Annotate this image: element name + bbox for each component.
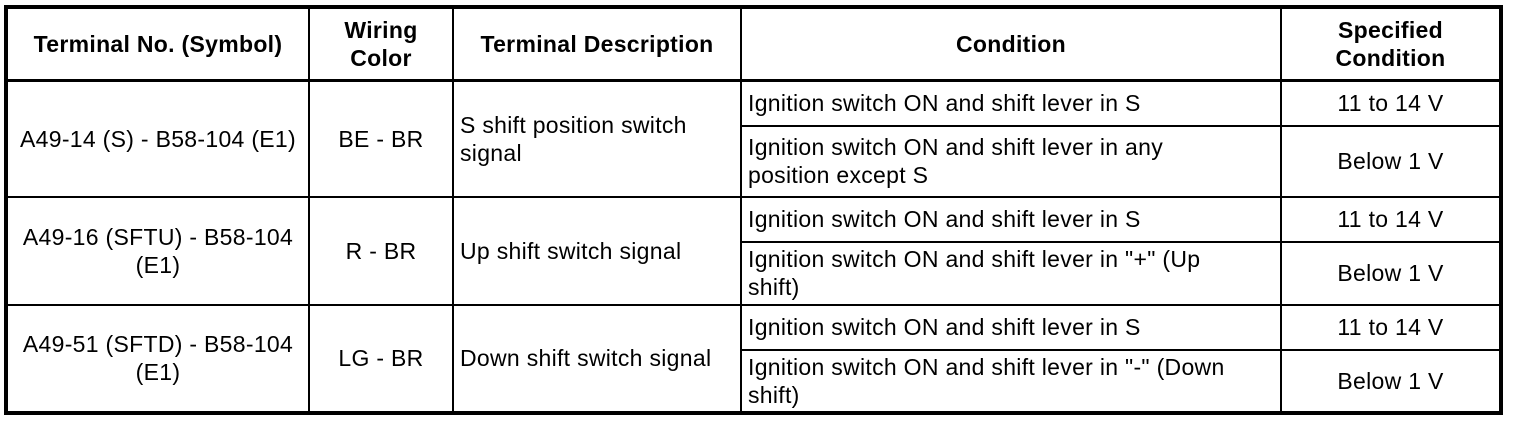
terminal-description-cell: Up shift switch signal: [452, 195, 742, 306]
table-row: A49-51 (SFTD) - B58-104 (E1) LG - BR Dow…: [5, 303, 1502, 414]
header-terminal-description: Terminal Description: [452, 6, 742, 82]
table-subrow: Ignition switch ON and shift lever in an…: [6, 124, 1502, 198]
table-row: A49-14 (S) - B58-104 (E1) BE - BR S shif…: [5, 79, 1502, 198]
condition-cell: Ignition switch ON and shift lever in S: [740, 79, 1282, 127]
condition-cell: Ignition switch ON and shift lever in "-…: [740, 348, 1282, 414]
header-condition: Condition: [740, 6, 1282, 82]
terminal-description-cell: Down shift switch signal: [452, 303, 742, 414]
condition-cell: Ignition switch ON and shift lever in S: [740, 303, 1282, 351]
specified-condition-cell: 11 to 14 V: [1280, 195, 1502, 243]
header-terminal-no: Terminal No. (Symbol): [5, 6, 310, 82]
specified-condition-cell: Below 1 V: [1280, 124, 1502, 198]
header-wiring-color: Wiring Color: [308, 6, 454, 82]
table-subrow: Ignition switch ON and shift lever in "+…: [6, 240, 1502, 306]
condition-cell: Ignition switch ON and shift lever in S: [740, 195, 1282, 243]
specified-condition-cell: Below 1 V: [1280, 240, 1502, 306]
terminal-description-cell: S shift position switch signal: [452, 79, 742, 198]
terminal-spec-table: Terminal No. (Symbol) Wiring Color Termi…: [4, 5, 1503, 415]
specified-condition-cell: 11 to 14 V: [1280, 303, 1502, 351]
table-row: A49-16 (SFTU) - B58-104 (E1) R - BR Up s…: [5, 195, 1502, 306]
header-row: Terminal No. (Symbol) Wiring Color Termi…: [5, 6, 1502, 82]
terminal-cell: A49-16 (SFTU) - B58-104 (E1): [5, 195, 310, 306]
condition-cell: Ignition switch ON and shift lever in "+…: [740, 240, 1282, 306]
specified-condition-cell: 11 to 14 V: [1280, 79, 1502, 127]
condition-cell: Ignition switch ON and shift lever in an…: [740, 124, 1282, 198]
header-specified-condition: Specified Condition: [1280, 6, 1502, 82]
wiring-color-cell: LG - BR: [308, 303, 454, 414]
table-subrow: Ignition switch ON and shift lever in "-…: [6, 348, 1502, 414]
terminal-cell: A49-51 (SFTD) - B58-104 (E1): [5, 303, 310, 414]
wiring-color-cell: R - BR: [308, 195, 454, 306]
wiring-color-cell: BE - BR: [308, 79, 454, 198]
terminal-cell: A49-14 (S) - B58-104 (E1): [5, 79, 310, 198]
specified-condition-cell: Below 1 V: [1280, 348, 1502, 414]
